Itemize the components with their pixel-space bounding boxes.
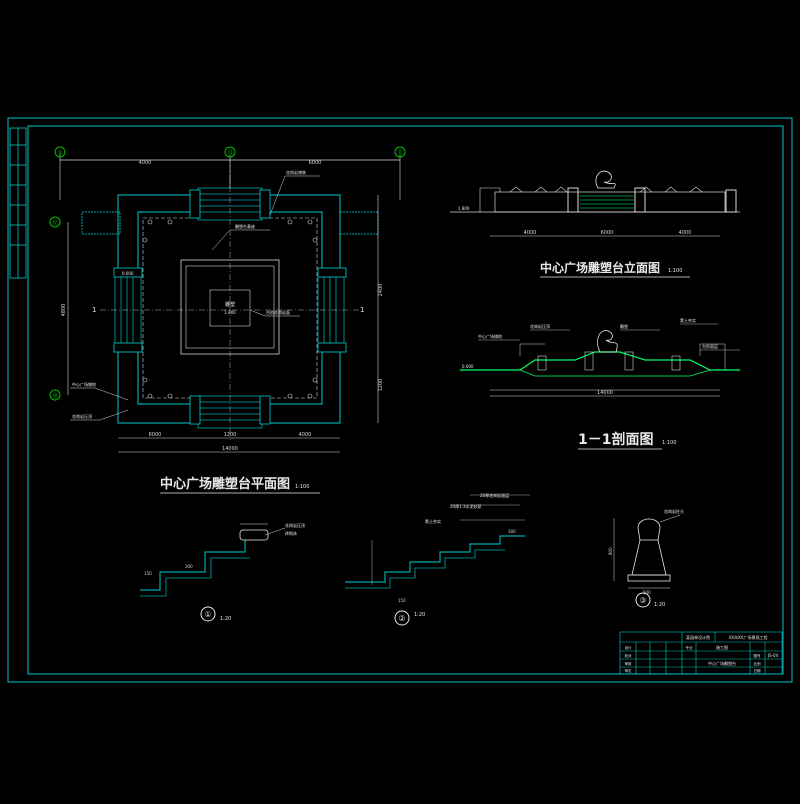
detail-3: 花岗岩柱头 500 800 ③ 1:20 <box>608 508 684 608</box>
detail-note: 素土夯实 <box>425 518 441 524</box>
section-note: 雕塑 <box>620 323 628 329</box>
dimension-text: 4800 <box>61 304 67 317</box>
detail-number-circle <box>394 610 410 626</box>
detail-dim: 150 <box>398 598 406 603</box>
title-drawing-no: JS-04 <box>767 653 779 658</box>
dimension-text: 6000 <box>601 230 614 236</box>
dimension-text: 1200 <box>378 379 384 392</box>
plan-view: ③ ⑬ ⑪ 4000 6000 ⑰ ⑱ 4800 <box>49 146 406 494</box>
plan-note: 花岗岩铺装 <box>286 169 306 175</box>
section-scale: 1:100 <box>662 440 676 446</box>
plan-note: 中心广场铺地 <box>72 381 96 387</box>
section-footings <box>537 351 681 371</box>
title-col-label: 专业 <box>686 645 694 650</box>
section-sculpture <box>597 330 618 353</box>
elevation-view: 1.800 4000 6000 4000 中心广场雕塑台立面图 1:100 <box>450 170 740 278</box>
section-view: 中心广场铺地 花岗岩压顶 雕塑 素土夯实 台阶面层 0.000 14000 1－… <box>460 317 740 450</box>
dimension-text: 2400 <box>378 284 384 297</box>
axis-marker <box>394 146 406 158</box>
detail-note: 花岗岩压顶 <box>285 522 305 528</box>
axis-label: ⑱ <box>52 392 58 400</box>
plan-bollards <box>142 219 318 399</box>
detail-number-circle <box>200 606 216 622</box>
dimension-text: 4000 <box>524 230 537 236</box>
title-company: 某园林设计院 <box>686 634 710 640</box>
title-col-label: 图号 <box>754 653 762 658</box>
axis-label: ⑰ <box>52 219 58 227</box>
section-elevation: 0.000 <box>462 364 474 369</box>
axis-label: ③ <box>57 150 62 157</box>
plan-elevation: 0.000 <box>122 271 134 276</box>
detail-note: 20厚1:3水泥砂浆 <box>450 503 482 509</box>
detail-dim: 800 <box>608 547 613 555</box>
detail-scale: 1:20 <box>414 612 425 618</box>
plan-note: 雕塑台基座 <box>235 223 255 229</box>
detail-1: 花岗岩压顶 砖砌体 300 150 ① 1:20 <box>140 522 305 622</box>
section-note: 素土夯实 <box>680 317 696 323</box>
paving-strip <box>81 211 121 235</box>
detail-scale: 1:20 <box>654 602 665 608</box>
binding-strip <box>9 127 27 279</box>
plan-leaders <box>70 175 320 421</box>
section-note: 中心广场铺地 <box>478 333 502 339</box>
detail-number: ① <box>204 610 211 619</box>
section-note: 花岗岩压顶 <box>530 323 550 329</box>
plan-note: 花岗岩压顶 <box>72 413 92 419</box>
axis-marker <box>49 216 61 228</box>
title-phase: 施工图 <box>716 644 728 650</box>
title-col-label: 比例 <box>754 661 762 666</box>
title-row-label: 审定 <box>625 668 633 673</box>
dimension-text: 6000 <box>149 432 162 438</box>
section-title: 1－1剖面图 <box>578 431 653 448</box>
section-mark: 1 <box>92 306 96 314</box>
plan-title: 中心广场雕塑台平面图 <box>160 476 290 492</box>
detail-number: ③ <box>639 596 646 605</box>
dimension-text: 4000 <box>679 230 692 236</box>
detail-number: ② <box>398 614 405 623</box>
plan-piers <box>113 189 347 425</box>
elevation-scale: 1:100 <box>668 268 682 274</box>
detail-2: 20厚花岗岩面层 20厚1:3水泥砂浆 素土夯实 300 150 ② 1:20 <box>345 492 530 626</box>
detail-dim: 300 <box>185 564 193 569</box>
detail-note: 20厚花岗岩面层 <box>480 492 509 498</box>
dimension-text: 14000 <box>597 390 613 396</box>
title-row-label: 校对 <box>625 653 633 658</box>
axis-label: ⑬ <box>227 149 233 157</box>
title-row-label: 设计 <box>625 645 633 650</box>
section-mark: 1 <box>360 306 364 314</box>
outer-border <box>7 117 793 683</box>
axis-label: ⑪ <box>397 149 403 157</box>
title-project: XX市XX广场景观工程 <box>729 634 768 640</box>
title-col-label: 日期 <box>754 668 762 673</box>
detail-scale: 1:20 <box>220 616 231 622</box>
detail-dim: 500 <box>643 590 651 595</box>
plan-note: 台阶花岗岩面 <box>266 309 290 315</box>
detail-number-circle <box>635 592 651 608</box>
title-block <box>619 631 783 675</box>
title-drawing: 中心广场雕塑台 <box>708 660 736 666</box>
sculpture-shape <box>595 170 616 189</box>
dimension-text: 4000 <box>139 160 152 166</box>
detail-note: 砖砌体 <box>285 530 297 536</box>
detail-dim: 150 <box>144 571 152 576</box>
dimension-text: 6000 <box>309 160 322 166</box>
dimension-text: 1200 <box>224 432 237 438</box>
center-elevation: 1.800 <box>224 310 236 315</box>
section-note: 台阶面层 <box>702 343 718 349</box>
axis-marker <box>224 146 236 158</box>
inner-border <box>27 125 784 675</box>
detail-dim: 300 <box>508 529 516 534</box>
detail-note: 花岗岩柱头 <box>664 508 684 514</box>
plan-scale: 1:100 <box>295 484 309 490</box>
elevation-mark: 1.800 <box>458 206 470 211</box>
axis-marker <box>49 389 61 401</box>
dimension-text: 14000 <box>222 446 238 452</box>
axis-marker <box>54 146 66 158</box>
elevation-title: 中心广场雕塑台立面图 <box>540 260 660 275</box>
dimension-text: 4000 <box>299 432 312 438</box>
title-row-label: 审核 <box>625 661 633 666</box>
